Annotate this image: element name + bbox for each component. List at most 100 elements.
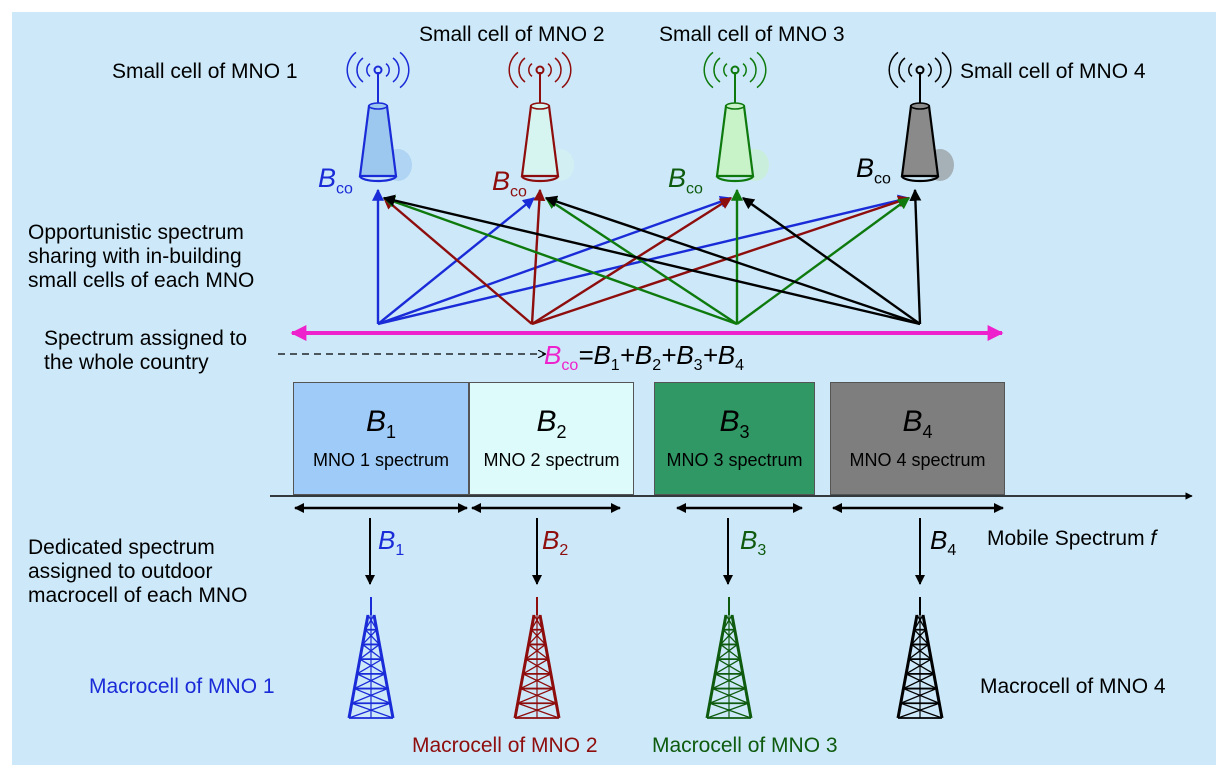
sharing-arrow-mno-3-to-cell-1	[382, 195, 738, 326]
tower-brace	[712, 673, 744, 690]
tower-brace	[916, 614, 927, 631]
sharing-arrow-mno-4-to-cell-1	[382, 194, 921, 326]
band-mno-2-symbol: B2	[536, 405, 567, 442]
macro-2-band-symbol: B2	[542, 525, 569, 560]
signal-wave-icon	[554, 57, 562, 83]
signal-wave-icon	[703, 51, 714, 89]
tower-brace	[720, 643, 741, 660]
tower-brace	[522, 658, 549, 675]
tower-brace	[354, 673, 386, 690]
spectrum-axis-label: Mobile Spectrum f	[987, 527, 1157, 550]
signal-wave-icon	[941, 51, 952, 89]
tower-brace	[351, 702, 394, 719]
tower-brace	[911, 643, 932, 660]
band-mno-4-symbol: B4	[902, 405, 933, 442]
tower-brace	[900, 687, 937, 704]
band-mno-2: B2 MNO 2 spectrum	[469, 382, 634, 495]
tower-brace	[903, 687, 940, 704]
tower-leg	[730, 614, 753, 719]
tower-brace	[717, 658, 744, 675]
tower-brace	[348, 702, 391, 719]
signal-wave-icon	[908, 63, 913, 77]
small-cell-base	[715, 175, 755, 183]
band-mno-3-symbol: B3	[719, 405, 750, 442]
small-cell-body	[715, 104, 755, 178]
tower-leg	[538, 614, 561, 719]
small-cell-base	[900, 175, 940, 183]
sharing-arrow-mno-1-to-cell-2	[377, 197, 535, 325]
band-mno-1: B1 MNO 1 spectrum	[293, 382, 469, 495]
signal-wave-icon	[927, 63, 932, 77]
band-mno-3-name: MNO 3 spectrum	[666, 450, 803, 470]
tower-brace	[362, 629, 378, 645]
tower-brace	[525, 643, 546, 660]
tower-brace	[722, 614, 733, 631]
macrocell-3-label: Macrocell of MNO 3	[652, 734, 838, 757]
macro-assignment-arrow-group	[365, 518, 925, 585]
macro-1-band-symbol: B1	[378, 525, 405, 560]
tower-brace	[528, 643, 549, 660]
band-mno-4-name: MNO 4 spectrum	[849, 450, 986, 470]
small-cell-3-label: Small cell of MNO 3	[659, 23, 845, 46]
tower-leg	[372, 614, 395, 719]
tower-brace	[714, 673, 746, 690]
tower-brace	[362, 643, 383, 660]
sharing-arrow-mno-2-to-cell-2	[530, 188, 546, 325]
signal-wave-icon	[528, 63, 533, 77]
tower-leg	[921, 614, 944, 719]
tower-leg	[705, 614, 728, 719]
tower-brace	[903, 673, 935, 690]
band-mno-1-symbol: B1	[365, 405, 397, 442]
sharing-arrow-mno-3-to-cell-2	[544, 196, 738, 326]
small-cell-4-bco-label: Bco	[856, 153, 891, 188]
tower-brace	[913, 629, 929, 645]
spectrum-assigned-label: Spectrum assigned to the whole country	[44, 327, 248, 374]
tower-brace	[714, 658, 741, 675]
signal-wave-icon	[392, 57, 400, 83]
signal-wave-icon	[713, 57, 721, 83]
tower-brace	[725, 614, 736, 631]
tower-brace	[351, 687, 388, 704]
sharing-arrow-mno-2-to-cell-4	[531, 195, 911, 326]
signal-wave-icon	[888, 51, 899, 89]
signal-wave-icon	[399, 51, 410, 89]
tower-brace	[514, 702, 557, 719]
signal-wave-icon	[898, 57, 906, 83]
small-cell-antenna-tip	[373, 65, 383, 75]
tower-brace	[364, 614, 375, 631]
small-cell-1-bco-label: Bco	[318, 163, 353, 198]
sharing-arrow-mno-4-to-cell-4	[909, 188, 922, 325]
sharing-arrow-mno-4-to-cell-2	[544, 195, 921, 326]
macrocell-tower-3-icon	[705, 597, 753, 719]
macrocell-tower-4-icon	[896, 597, 944, 719]
small-cell-group	[346, 51, 954, 183]
signal-wave-icon	[742, 63, 747, 77]
tower-brace	[517, 687, 554, 704]
small-cell-antenna-tip	[915, 65, 925, 75]
signal-wave-icon	[756, 51, 767, 89]
signal-wave-icon	[518, 57, 526, 83]
macro-4-band-symbol: B4	[930, 525, 957, 560]
tower-brace	[709, 687, 746, 704]
signal-wave-icon	[508, 51, 519, 89]
small-cell-body	[358, 104, 398, 178]
tower-brace	[359, 643, 380, 660]
small-cell-base	[520, 175, 560, 183]
signal-wave-icon	[366, 63, 371, 77]
tower-brace	[533, 614, 544, 631]
signal-wave-icon	[749, 57, 757, 83]
tower-brace	[709, 702, 752, 719]
macrocell-tower-1-icon	[347, 597, 395, 719]
tower-brace	[717, 643, 738, 660]
small-cell-body	[900, 104, 940, 178]
signal-wave-icon	[385, 63, 390, 77]
tower-brace	[520, 673, 552, 690]
small-cell-top	[910, 102, 930, 110]
tower-brace	[720, 629, 736, 645]
sharing-arrow-mno-1-to-cell-3	[377, 195, 733, 326]
tower-brace	[364, 629, 380, 645]
tower-leg	[513, 614, 536, 719]
opportunistic-sharing-label: Opportunistic spectrum sharing with in-b…	[28, 221, 255, 292]
tower-brace	[356, 673, 388, 690]
